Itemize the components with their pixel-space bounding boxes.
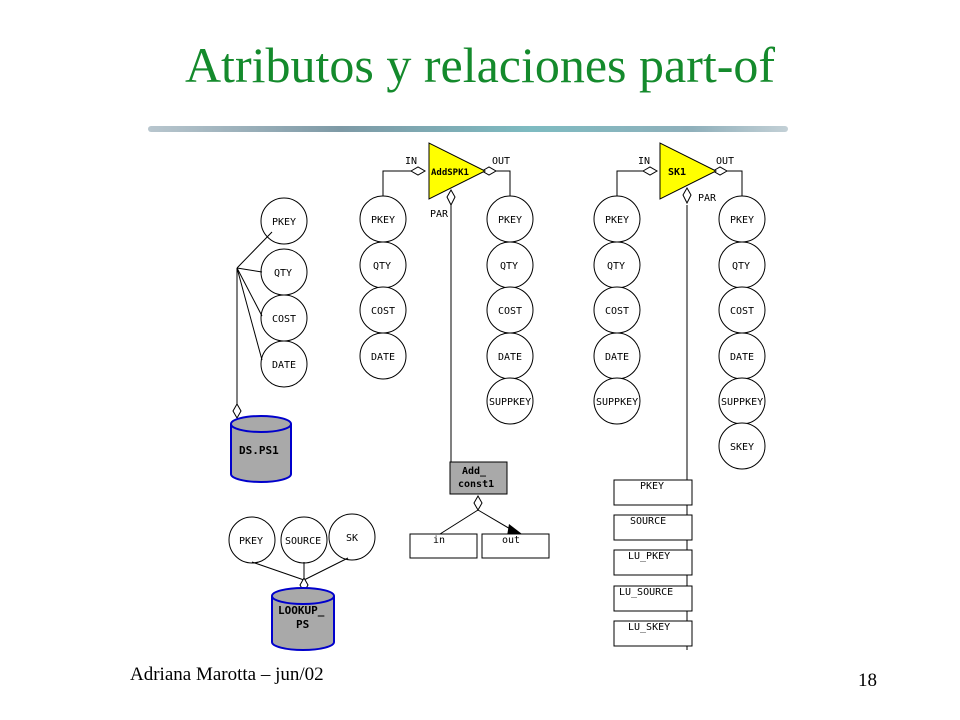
attr-label: DATE	[498, 352, 522, 363]
in-port-diamond	[409, 166, 427, 176]
attr-label: SOURCE	[285, 536, 321, 547]
function-label: Add_	[462, 466, 487, 477]
param-label: PKEY	[640, 481, 664, 492]
attr-label: QTY	[607, 261, 625, 272]
add-const1-function	[449, 461, 508, 495]
attr-label: QTY	[274, 268, 292, 279]
port-label: IN	[638, 156, 650, 167]
sk1-activity	[659, 142, 718, 200]
in-param-box	[409, 533, 478, 559]
port-label: IN	[405, 156, 417, 167]
attr-node	[359, 332, 407, 380]
out-param-box	[481, 533, 550, 559]
author-date: Adriana Marotta – jun/02	[130, 664, 324, 685]
lookup-ps-store	[271, 587, 335, 651]
param-box	[613, 585, 693, 612]
attr-label: QTY	[373, 261, 391, 272]
store-label: DS.PS1	[239, 444, 279, 457]
attr-label: PKEY	[730, 215, 754, 226]
attr-label: COST	[371, 306, 395, 317]
slide-title: Atributos y relaciones part-of	[184, 37, 776, 93]
attr-label: QTY	[732, 261, 750, 272]
attr-label: QTY	[500, 261, 518, 272]
part-of-diamond	[232, 402, 242, 420]
attr-label: SK	[346, 533, 358, 544]
ps1-attribute-group	[260, 197, 308, 388]
attr-label: PKEY	[239, 536, 263, 547]
attr-label: PKEY	[498, 215, 522, 226]
out-port-diamond	[711, 166, 729, 176]
sk1-out-attributes	[718, 195, 766, 470]
ps1-part-of-links	[236, 231, 273, 404]
param-box	[613, 514, 693, 541]
attr-label: PKEY	[272, 217, 296, 228]
attr-node	[486, 377, 534, 425]
sk1-parameter-boxes	[613, 479, 693, 647]
par-port-diamond	[682, 186, 692, 205]
out-port-diamond	[480, 166, 498, 176]
param-label: LU_SOURCE	[619, 587, 673, 598]
page-number: 18	[858, 670, 877, 691]
lookup-attribute-group	[228, 513, 376, 564]
param-box	[613, 479, 693, 506]
part-of-diamond	[473, 494, 483, 512]
output-arrow	[507, 524, 522, 536]
param-box	[613, 620, 693, 647]
attr-node	[593, 377, 641, 425]
attr-label: COST	[605, 306, 629, 317]
attr-label: COST	[272, 314, 296, 325]
ds-ps1-store	[230, 415, 292, 483]
function-label: const1	[458, 479, 494, 490]
attr-label: SUPPKEY	[489, 397, 531, 408]
title-divider	[148, 126, 788, 132]
attr-label: DATE	[730, 352, 754, 363]
attr-label: SUPPKEY	[721, 397, 763, 408]
port-label: OUT	[716, 156, 734, 167]
add-const1-links	[439, 509, 513, 535]
param-label: out	[502, 535, 520, 546]
param-label: LU_SKEY	[628, 622, 670, 633]
param-label: LU_PKEY	[628, 551, 670, 562]
attr-node	[260, 340, 308, 388]
addspk1-out-attributes	[486, 195, 534, 425]
store-label: PS	[296, 618, 309, 631]
param-box	[613, 549, 693, 576]
attr-label: COST	[498, 306, 522, 317]
addspk1-activity	[428, 142, 487, 200]
attr-node	[718, 422, 766, 470]
attr-label: PKEY	[605, 215, 629, 226]
attr-node	[328, 513, 376, 561]
activity-label: AddSPK1	[431, 168, 469, 178]
param-label: SOURCE	[630, 516, 666, 527]
in-port-diamond	[641, 166, 659, 176]
par-port-diamond	[446, 188, 456, 207]
attr-node	[228, 516, 276, 564]
attr-label: PKEY	[371, 215, 395, 226]
param-label: in	[433, 535, 445, 546]
attr-label: DATE	[605, 352, 629, 363]
port-label: OUT	[492, 156, 510, 167]
port-label: PAR	[430, 209, 449, 220]
attr-label: DATE	[371, 352, 395, 363]
attr-label: SUPPKEY	[596, 397, 638, 408]
sk1-in-attributes	[593, 195, 641, 425]
activity-label: SK1	[668, 167, 686, 178]
addspk1-in-attributes	[359, 195, 407, 380]
attr-label: COST	[730, 306, 754, 317]
store-label: LOOKUP_	[278, 604, 325, 617]
attr-label: SKEY	[730, 442, 754, 453]
port-label: PAR	[698, 193, 717, 204]
attr-node	[260, 197, 308, 245]
attr-label: DATE	[272, 360, 296, 371]
